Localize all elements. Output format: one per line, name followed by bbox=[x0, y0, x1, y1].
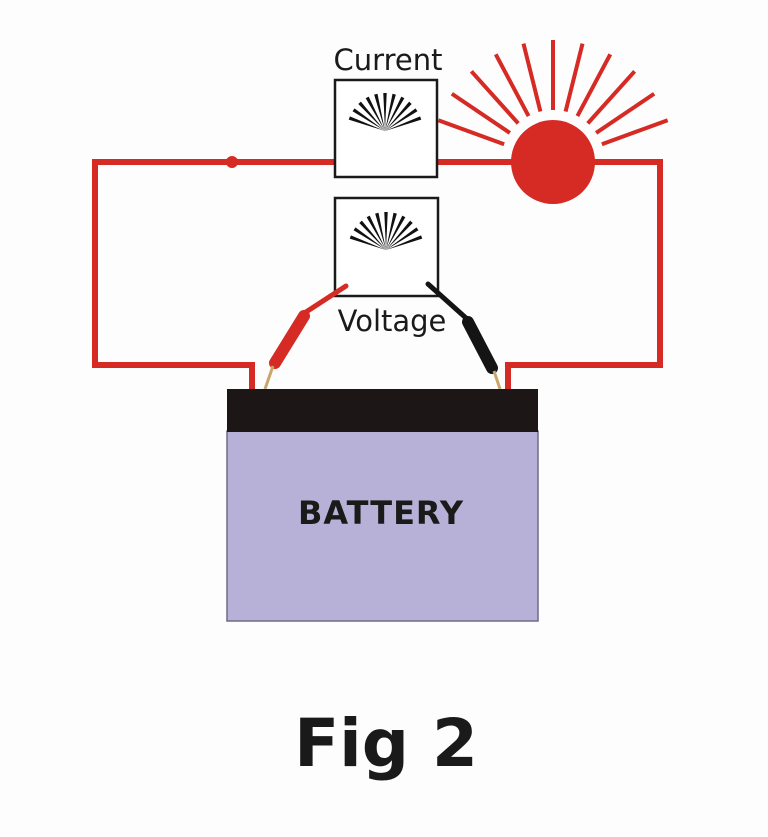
red-test-lead bbox=[263, 283, 349, 390]
current-meter-box bbox=[333, 78, 439, 179]
dial-scale-mark bbox=[348, 116, 385, 131]
voltage-label: Voltage bbox=[338, 304, 447, 338]
dial-scale-mark bbox=[375, 212, 386, 250]
battery-top bbox=[227, 389, 538, 432]
dial-scale-mark bbox=[384, 212, 388, 250]
dial-scale-mark bbox=[352, 108, 385, 131]
lamp-ray bbox=[521, 43, 543, 113]
battery: BATTERY bbox=[226, 389, 539, 622]
dial-scale-mark bbox=[385, 108, 418, 131]
dial-scale-mark bbox=[386, 220, 413, 250]
voltmeter-dial-icon bbox=[349, 212, 423, 250]
dial-scale-mark bbox=[386, 212, 397, 250]
dial-scale-mark bbox=[374, 93, 385, 131]
dial-scale-mark bbox=[385, 101, 412, 131]
lamp-ray bbox=[586, 69, 637, 125]
current-label: Current bbox=[334, 43, 443, 77]
dial-scale-mark bbox=[386, 235, 423, 250]
lamp-ray bbox=[450, 92, 512, 135]
battery-body bbox=[226, 430, 539, 622]
ammeter-dial-icon bbox=[348, 93, 422, 131]
glowing-bulb-icon bbox=[437, 40, 669, 147]
voltage-meter: Voltage bbox=[333, 196, 447, 338]
dial-scale-mark bbox=[386, 215, 406, 250]
dial-scale-mark bbox=[358, 101, 385, 131]
black-test-lead bbox=[425, 281, 502, 390]
dial-scale-mark bbox=[365, 96, 385, 131]
lamp-ray bbox=[601, 118, 669, 147]
lamp-ray bbox=[563, 43, 585, 113]
lamp-ray bbox=[437, 118, 505, 147]
dial-scale-mark bbox=[385, 93, 396, 131]
dial-scale-mark bbox=[385, 96, 405, 131]
dial-scale-mark bbox=[383, 93, 387, 131]
current-meter: Current bbox=[333, 43, 443, 179]
wire-junction-dot bbox=[226, 156, 238, 168]
dial-scale-mark bbox=[366, 215, 386, 250]
lamp-ray bbox=[594, 92, 656, 135]
dial-scale-mark bbox=[349, 235, 386, 250]
battery-label: BATTERY bbox=[298, 494, 464, 532]
dial-scale-mark bbox=[385, 116, 422, 131]
figure-caption: Fig 2 bbox=[294, 705, 478, 782]
lamp-ray bbox=[575, 53, 613, 118]
lamp-ray bbox=[469, 69, 520, 125]
dial-scale-mark bbox=[353, 227, 386, 250]
dial-scale-mark bbox=[359, 220, 386, 250]
lamp-bulb bbox=[511, 120, 595, 204]
dial-scale-mark bbox=[386, 227, 419, 250]
lamp-ray bbox=[493, 53, 531, 118]
